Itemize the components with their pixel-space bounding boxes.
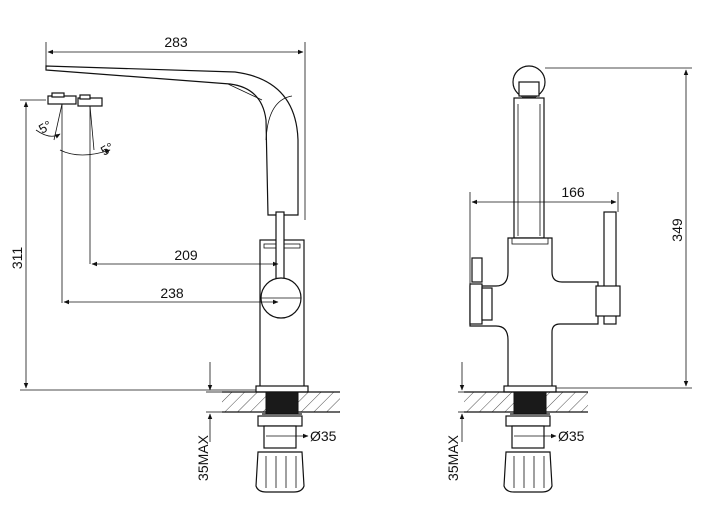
front-body bbox=[469, 211, 621, 389]
angle-right-label: 5° bbox=[98, 139, 116, 158]
dimension-311: 311 bbox=[9, 99, 260, 391]
dim-209-label: 209 bbox=[174, 247, 198, 263]
front-counter-section: Ø35 bbox=[464, 385, 588, 493]
angle-annotations: 5° 5° bbox=[35, 103, 116, 303]
dim-166-label: 166 bbox=[561, 184, 585, 200]
side-view: 283 5° 5° bbox=[9, 34, 340, 493]
dimension-209: 209 bbox=[91, 247, 279, 267]
dim-311-label: 311 bbox=[9, 247, 25, 270]
dim-349-label: 349 bbox=[669, 218, 685, 242]
front-spout bbox=[512, 65, 546, 239]
dimension-166: 166 bbox=[469, 184, 619, 290]
dim-35max-front-label: 35MAX bbox=[445, 434, 461, 481]
dimension-35max-front: 35MAX bbox=[445, 362, 465, 481]
dimension-283: 283 bbox=[45, 34, 306, 220]
dimension-35max-side: 35MAX bbox=[195, 362, 222, 481]
dim-283-label: 283 bbox=[164, 34, 188, 50]
front-view: 166 349 bbox=[445, 65, 692, 493]
dia-35-label-front: Ø35 bbox=[558, 428, 585, 444]
angle-left-label: 5° bbox=[36, 117, 54, 136]
dim-35max-side-label: 35MAX bbox=[195, 434, 211, 481]
dimension-238: 238 bbox=[63, 285, 279, 305]
faucet-body bbox=[259, 211, 305, 389]
dia-35-label-side: Ø35 bbox=[310, 428, 337, 444]
counter-section: Ø35 bbox=[222, 385, 340, 493]
dim-238-label: 238 bbox=[160, 285, 184, 301]
spout bbox=[45, 65, 299, 216]
dimension-349: 349 bbox=[545, 67, 692, 389]
